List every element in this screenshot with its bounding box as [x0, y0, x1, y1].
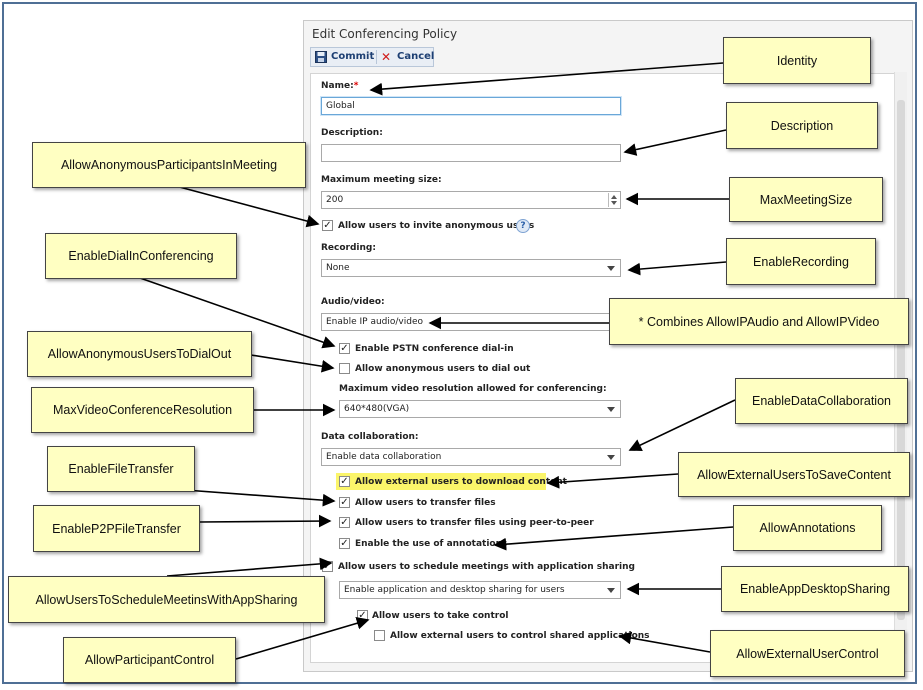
- ext-control-checkbox[interactable]: [374, 630, 385, 641]
- transfer-files-label: Allow users to transfer files: [355, 498, 496, 508]
- anon-dialout-label: Allow anonymous users to dial out: [355, 364, 531, 374]
- toolbar-divider: [376, 50, 377, 64]
- callout-max-video-res: MaxVideoConferenceResolution: [31, 387, 254, 433]
- chevron-down-icon: [607, 266, 615, 271]
- p2p-transfer-label: Allow users to transfer files using peer…: [355, 518, 594, 528]
- chevron-down-icon: [607, 455, 615, 460]
- ext-control-label: Allow external users to control shared a…: [390, 631, 650, 641]
- ext-download-label: Allow external users to download content: [355, 477, 567, 487]
- callout-enable-recording: EnableRecording: [726, 238, 876, 285]
- annotations-label: Enable the use of annotations: [355, 539, 508, 549]
- help-icon[interactable]: ?: [516, 219, 530, 233]
- chevron-down-icon: [607, 588, 615, 593]
- max-meeting-size-value: 200: [326, 195, 344, 205]
- transfer-files-checkbox[interactable]: ✓: [339, 497, 350, 508]
- callout-allow-schedule-appsharing: AllowUsersToScheduleMeetinsWithAppSharin…: [8, 576, 325, 623]
- description-label: Description:: [321, 128, 383, 138]
- vertical-scrollbar[interactable]: [894, 72, 907, 654]
- callout-enable-p2p: EnableP2PFileTransfer: [33, 505, 200, 552]
- max-video-resolution-label: Maximum video resolution allowed for con…: [339, 384, 607, 394]
- callout-allow-annotations: AllowAnnotations: [733, 505, 882, 551]
- data-collab-label: Data collaboration:: [321, 432, 419, 442]
- commit-label: Commit: [331, 51, 375, 62]
- meeting-size-stepper[interactable]: [608, 193, 619, 207]
- scrollbar-thumb[interactable]: [897, 100, 905, 620]
- p2p-transfer-checkbox[interactable]: ✓: [339, 517, 350, 528]
- callout-enable-app-desktop: EnableAppDesktopSharing: [721, 566, 909, 612]
- pstn-dialin-label: Enable PSTN conference dial-in: [355, 344, 514, 354]
- anon-dialout-checkbox[interactable]: [339, 363, 350, 374]
- max-video-resolution-value: 640*480(VGA): [344, 404, 410, 414]
- description-input[interactable]: [321, 144, 621, 162]
- callout-allow-ext-control: AllowExternalUserControl: [710, 630, 905, 677]
- audio-video-label: Audio/video:: [321, 297, 385, 307]
- schedule-appsharing-label: Allow users to schedule meetings with ap…: [338, 562, 635, 572]
- callout-allow-participant-control: AllowParticipantControl: [63, 637, 236, 683]
- annotations-checkbox[interactable]: ✓: [339, 538, 350, 549]
- app-sharing-value: Enable application and desktop sharing f…: [344, 585, 565, 595]
- callout-allow-ext-save: AllowExternalUsersToSaveContent: [678, 452, 910, 497]
- max-video-resolution-select[interactable]: 640*480(VGA): [339, 400, 621, 418]
- take-control-label: Allow users to take control: [372, 611, 509, 621]
- form-panel: [310, 73, 896, 663]
- data-collab-select[interactable]: Enable data collaboration: [321, 448, 621, 466]
- chevron-down-icon: [607, 407, 615, 412]
- close-icon: ✕: [381, 50, 392, 64]
- ext-download-checkbox[interactable]: ✓: [339, 476, 350, 487]
- audio-video-value: Enable IP audio/video: [326, 317, 424, 327]
- cancel-label: Cancel: [397, 51, 435, 62]
- allow-anonymous-invite-checkbox[interactable]: ✓: [322, 220, 333, 231]
- highlight: [336, 473, 546, 490]
- outer-frame: [2, 2, 917, 684]
- callout-allow-anon-participants: AllowAnonymousParticipantsInMeeting: [32, 142, 306, 188]
- recording-select[interactable]: None: [321, 259, 621, 277]
- callout-enable-data-collab: EnableDataCollaboration: [735, 378, 908, 424]
- callout-combines: * Combines AllowIPAudio and AllowIPVideo: [609, 298, 909, 345]
- callout-max-meeting-size: MaxMeetingSize: [729, 177, 883, 222]
- toolbar: Commit ✕ Cancel: [310, 47, 434, 67]
- callout-identity: Identity: [723, 37, 871, 84]
- pstn-dialin-checkbox[interactable]: ✓: [339, 343, 350, 354]
- max-meeting-size-label: Maximum meeting size:: [321, 175, 442, 185]
- name-input[interactable]: Global: [321, 97, 621, 115]
- callout-description: Description: [726, 102, 878, 149]
- callout-enable-dialin: EnableDialInConferencing: [45, 233, 237, 279]
- recording-label: Recording:: [321, 243, 376, 253]
- edit-conferencing-policy-dialog: Edit Conferencing Policy Commit ✕ Cancel: [303, 20, 913, 672]
- app-sharing-select[interactable]: Enable application and desktop sharing f…: [339, 581, 621, 599]
- callout-allow-anon-dialout: AllowAnonymousUsersToDialOut: [27, 331, 252, 377]
- recording-value: None: [326, 263, 350, 273]
- max-meeting-size-input[interactable]: 200: [321, 191, 621, 209]
- name-label: Name:*: [321, 81, 359, 91]
- dialog-title: Edit Conferencing Policy: [312, 27, 458, 41]
- save-icon: [315, 51, 327, 63]
- callout-enable-file-transfer: EnableFileTransfer: [47, 446, 195, 492]
- allow-anonymous-invite-label: Allow users to invite anonymous users: [338, 221, 535, 231]
- data-collab-value: Enable data collaboration: [326, 452, 442, 462]
